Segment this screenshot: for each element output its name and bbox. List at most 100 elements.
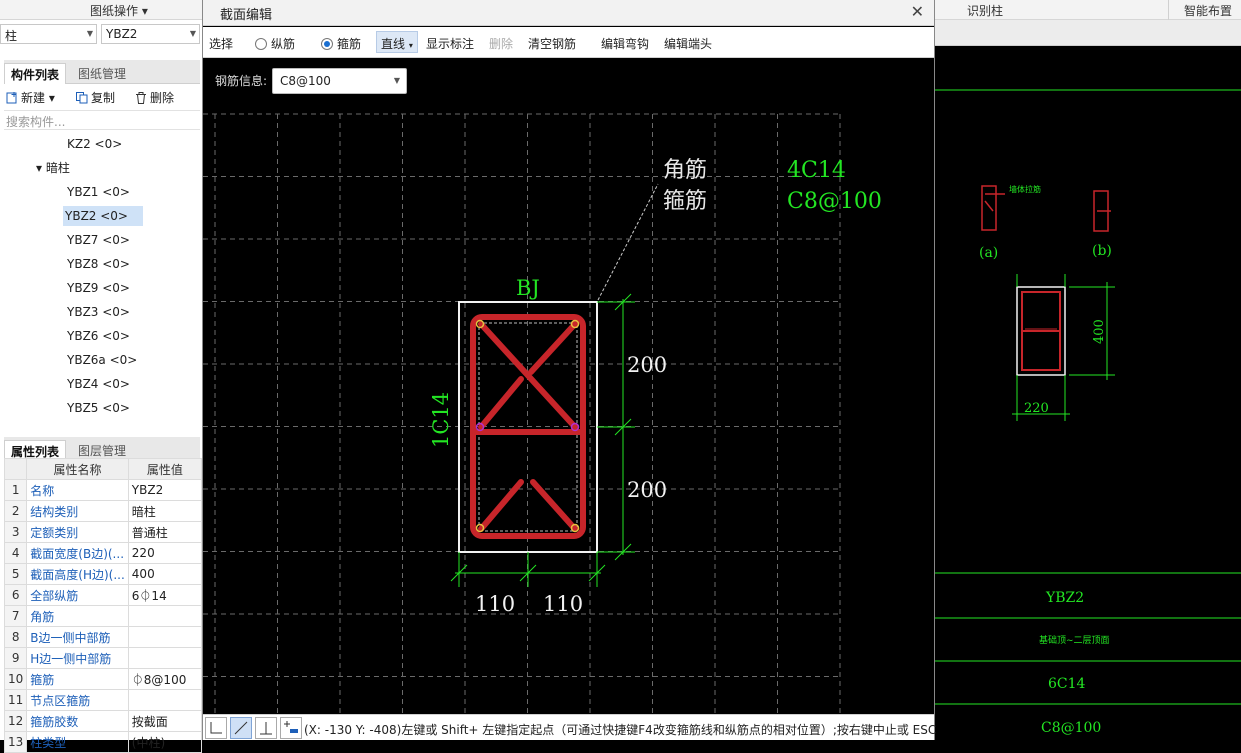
cad-label-b: (b)	[1092, 243, 1112, 259]
select-tool[interactable]: 选择	[209, 37, 234, 51]
property-value[interactable]: 按截面	[127, 710, 203, 732]
tree-item[interactable]: YBZ1 <0>	[67, 185, 130, 199]
property-name: 结构类别	[26, 500, 129, 522]
tree-item[interactable]: YBZ4 <0>	[67, 377, 130, 391]
property-value[interactable]	[127, 605, 203, 627]
tree-item[interactable]: YBZ8 <0>	[67, 257, 130, 271]
tab-property-list[interactable]: 属性列表	[4, 440, 67, 461]
tab-component-list[interactable]: 构件列表	[4, 63, 67, 84]
component-search-input[interactable]: 搜索构件...	[4, 110, 200, 130]
property-value[interactable]: 6⏀14	[127, 584, 203, 606]
snap-perpendicular-button[interactable]	[255, 717, 277, 739]
dimension-text: 110	[543, 592, 583, 616]
property-name: 柱类型	[26, 731, 129, 753]
rebar-point	[570, 523, 580, 533]
divider	[1168, 0, 1169, 20]
stirrup-radio[interactable]: 箍筋	[321, 35, 361, 52]
component-toolbar: 新建 ▾ 复制 删除	[4, 86, 200, 108]
copy-button[interactable]: 复制	[76, 89, 115, 106]
tree-item-selected[interactable]: YBZ2 <0>	[63, 206, 143, 226]
long-bar-radio[interactable]: 纵筋	[255, 35, 295, 52]
recognize-column-button[interactable]: 识别柱	[967, 4, 1004, 18]
property-value[interactable]	[127, 647, 203, 669]
property-index: 5	[3, 563, 28, 585]
tree-group[interactable]: ▾ 暗柱	[36, 161, 70, 175]
drawing-ops-menu[interactable]: 图纸操作 ▾	[90, 4, 148, 18]
line-mode-dropdown[interactable]: 直线 ▾	[376, 31, 418, 53]
smart-layout-button[interactable]: 智能布置	[1184, 4, 1233, 18]
tree-item[interactable]: KZ2 <0>	[67, 137, 123, 151]
show-label-button[interactable]: 显示标注	[426, 37, 475, 51]
component-tabs: 构件列表 图纸管理	[4, 60, 200, 84]
copy-icon	[76, 92, 88, 104]
section-canvas[interactable]: 角筋 箍筋 4C14 C8@100 BJ 1C14 200 200 110 11…	[203, 59, 934, 714]
edit-end-button[interactable]: 编辑端头	[664, 37, 713, 51]
property-value[interactable]	[127, 689, 203, 711]
dialog-statusbar: (X: -130 Y: -408)左键或 Shift+ 左键指定起点（可通过快捷…	[203, 714, 936, 740]
close-icon[interactable]: ✕	[910, 2, 924, 21]
diagonal-line-icon	[234, 721, 248, 735]
tree-item[interactable]: YBZ6 <0>	[67, 329, 130, 343]
tree-item[interactable]: YBZ7 <0>	[67, 233, 130, 247]
snap-line-button[interactable]	[230, 717, 252, 739]
property-value[interactable]: 暗柱	[127, 500, 203, 522]
corner-bar-label: 角筋	[663, 158, 707, 183]
caret-down-icon: ▾	[408, 41, 413, 50]
cross-tie	[530, 479, 578, 532]
rebar-info-select[interactable]: C8@100▼	[272, 68, 407, 94]
rebar-point	[475, 523, 485, 533]
cad-drawing-area[interactable]: 墙体拉筋 (a) (b) 400 220 YBZ2 基础顶~二层顶面 6C14 …	[935, 46, 1241, 740]
property-value[interactable]: 220	[127, 542, 203, 564]
tree-item[interactable]: YBZ9 <0>	[67, 281, 130, 295]
delete-tool-button[interactable]: 删除	[489, 37, 514, 51]
cad-table-text: YBZ2 基础顶~二层顶面 6C14 C8@100	[1039, 590, 1110, 736]
component-type-select[interactable]: 柱▼	[0, 24, 97, 44]
property-value[interactable]	[127, 626, 203, 648]
delete-button[interactable]: 删除	[135, 89, 174, 106]
tree-item[interactable]: YBZ5 <0>	[67, 401, 130, 415]
rebar-point	[475, 422, 485, 432]
property-name: 全部纵筋	[26, 584, 129, 606]
tab-drawing-management[interactable]: 图纸管理	[78, 67, 127, 81]
property-value[interactable]: 普通柱	[127, 521, 203, 543]
property-value[interactable]: ⏀8@100	[127, 668, 203, 690]
edit-hook-button[interactable]: 编辑弯钩	[601, 37, 650, 51]
cad-section: 400 220	[1012, 274, 1115, 421]
tab-layer-management[interactable]: 图层管理	[78, 444, 127, 458]
snap-corner-button[interactable]	[205, 717, 227, 739]
property-value[interactable]: YBZ2	[127, 479, 203, 501]
tree-item[interactable]: YBZ6a <0>	[67, 353, 138, 367]
corner-bar-value: 4C14	[787, 158, 846, 183]
snap-add-button[interactable]	[280, 717, 302, 739]
property-name: 节点区箍筋	[26, 689, 129, 711]
new-button[interactable]: 新建 ▾	[6, 89, 55, 106]
component-name-select[interactable]: YBZ2▼	[101, 24, 200, 44]
property-value[interactable]: (中柱)	[127, 731, 203, 753]
bj-label: BJ	[516, 276, 540, 300]
property-index: 9	[3, 647, 28, 669]
perpendicular-icon	[260, 722, 272, 735]
property-name: 名称	[26, 479, 129, 501]
dialog-toolbar: 选择 纵筋 箍筋 直线 ▾ 显示标注 删除 清空钢筋 编辑弯钩 编辑端头	[203, 27, 934, 58]
property-value[interactable]: 400	[127, 563, 203, 585]
cross-tie	[528, 321, 578, 375]
tree-item[interactable]: YBZ3 <0>	[67, 305, 130, 319]
trash-icon	[136, 92, 146, 104]
clear-rebar-button[interactable]: 清空钢筋	[528, 37, 577, 51]
dimension-text: 110	[475, 592, 515, 616]
property-index: 13	[3, 731, 28, 753]
